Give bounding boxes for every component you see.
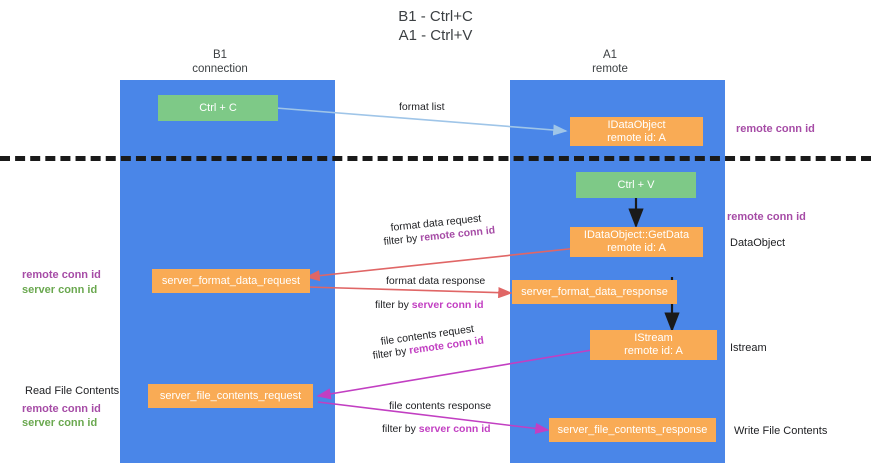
node-server-format-data-response-label: server_format_data_response bbox=[521, 285, 668, 298]
column-header-b1: B1 connection bbox=[155, 48, 285, 77]
edge-file-contents-request bbox=[316, 349, 593, 400]
node-idataobject-title: IDataObject bbox=[607, 118, 666, 131]
column-header-b1-name: B1 bbox=[212, 49, 228, 61]
edge-label-format-data-response-filter-key: server conn id bbox=[411, 299, 484, 311]
edge-label-format-list: format list bbox=[399, 101, 445, 113]
edge-label-format-data-response: format data response bbox=[386, 275, 486, 287]
column-header-a1: A1 remote bbox=[545, 48, 675, 77]
edge-format-list bbox=[275, 107, 568, 136]
annotation-left-remote-conn-id: remote conn id bbox=[22, 269, 101, 281]
node-server-format-data-request-label: server_format_data_request bbox=[161, 274, 301, 287]
diagram-title-line2: A1 - Ctrl+V bbox=[398, 27, 473, 44]
node-server-file-contents-response-label: server_file_contents_response bbox=[557, 423, 708, 436]
phase-divider bbox=[0, 156, 871, 161]
node-idataobject-subtitle: remote id: A bbox=[607, 131, 666, 144]
node-getdata-subtitle: remote id: A bbox=[607, 242, 666, 254]
annotation-left-read-file-contents: Read File Contents bbox=[25, 385, 120, 397]
column-header-a1-name: A1 bbox=[602, 49, 618, 61]
node-idataobject[interactable]: IDataObject remote id: A bbox=[570, 117, 703, 146]
annotation-right-istream: Istream bbox=[730, 342, 767, 354]
node-ctrl-c[interactable]: Ctrl + C bbox=[158, 95, 278, 121]
node-ctrl-v[interactable]: Ctrl + V bbox=[576, 172, 696, 198]
annotation-left-server-conn-id: server conn id bbox=[22, 284, 98, 296]
column-header-a1-role: remote bbox=[592, 63, 628, 76]
diagram-title-line1: B1 - Ctrl+C bbox=[398, 8, 473, 25]
node-server-file-contents-request-label: server_file_contents_request bbox=[159, 389, 302, 402]
node-getdata-title: IDataObject::GetData bbox=[583, 229, 690, 242]
edge-label-file-contents-response-filter-prefix: filter by bbox=[382, 423, 419, 435]
node-server-format-data-response[interactable]: server_format_data_response bbox=[512, 280, 677, 304]
node-server-format-data-request[interactable]: server_format_data_request bbox=[152, 269, 310, 293]
node-istream[interactable]: IStream remote id: A bbox=[590, 330, 717, 360]
annotation-left-remote-conn-id-2: remote conn id bbox=[22, 403, 101, 415]
annotation-left-server-conn-id-2: server conn id bbox=[22, 417, 98, 429]
edge-label-format-data-response-filter-prefix: filter by bbox=[375, 299, 412, 311]
node-istream-title: IStream bbox=[634, 332, 673, 345]
node-ctrl-c-label: Ctrl + C bbox=[199, 101, 237, 114]
node-server-file-contents-response[interactable]: server_file_contents_response bbox=[549, 418, 716, 442]
edge-label-format-data-response-filter: filter by server conn id bbox=[375, 299, 484, 311]
annotation-right-remote-conn-id-top: remote conn id bbox=[736, 123, 815, 135]
node-istream-subtitle: remote id: A bbox=[624, 345, 683, 357]
edge-label-file-contents-response-filter-key: server conn id bbox=[418, 423, 491, 435]
edge-label-file-contents-response: file contents response bbox=[389, 400, 492, 412]
edge-label-file-contents-response-filter: filter by server conn id bbox=[382, 423, 491, 435]
edge-format-data-response bbox=[306, 286, 513, 299]
edge-file-contents-response bbox=[317, 401, 550, 435]
annotation-right-remote-conn-id-mid: remote conn id bbox=[727, 211, 806, 223]
column-header-b1-role: connection bbox=[192, 63, 248, 76]
node-ctrl-v-label: Ctrl + V bbox=[617, 178, 655, 191]
edge-format-data-request bbox=[305, 247, 579, 282]
annotation-right-write-file-contents: Write File Contents bbox=[734, 425, 828, 437]
node-server-file-contents-request[interactable]: server_file_contents_request bbox=[148, 384, 313, 408]
annotation-right-dataobject: DataObject bbox=[730, 237, 786, 249]
node-getdata[interactable]: IDataObject::GetData remote id: A bbox=[570, 227, 703, 257]
